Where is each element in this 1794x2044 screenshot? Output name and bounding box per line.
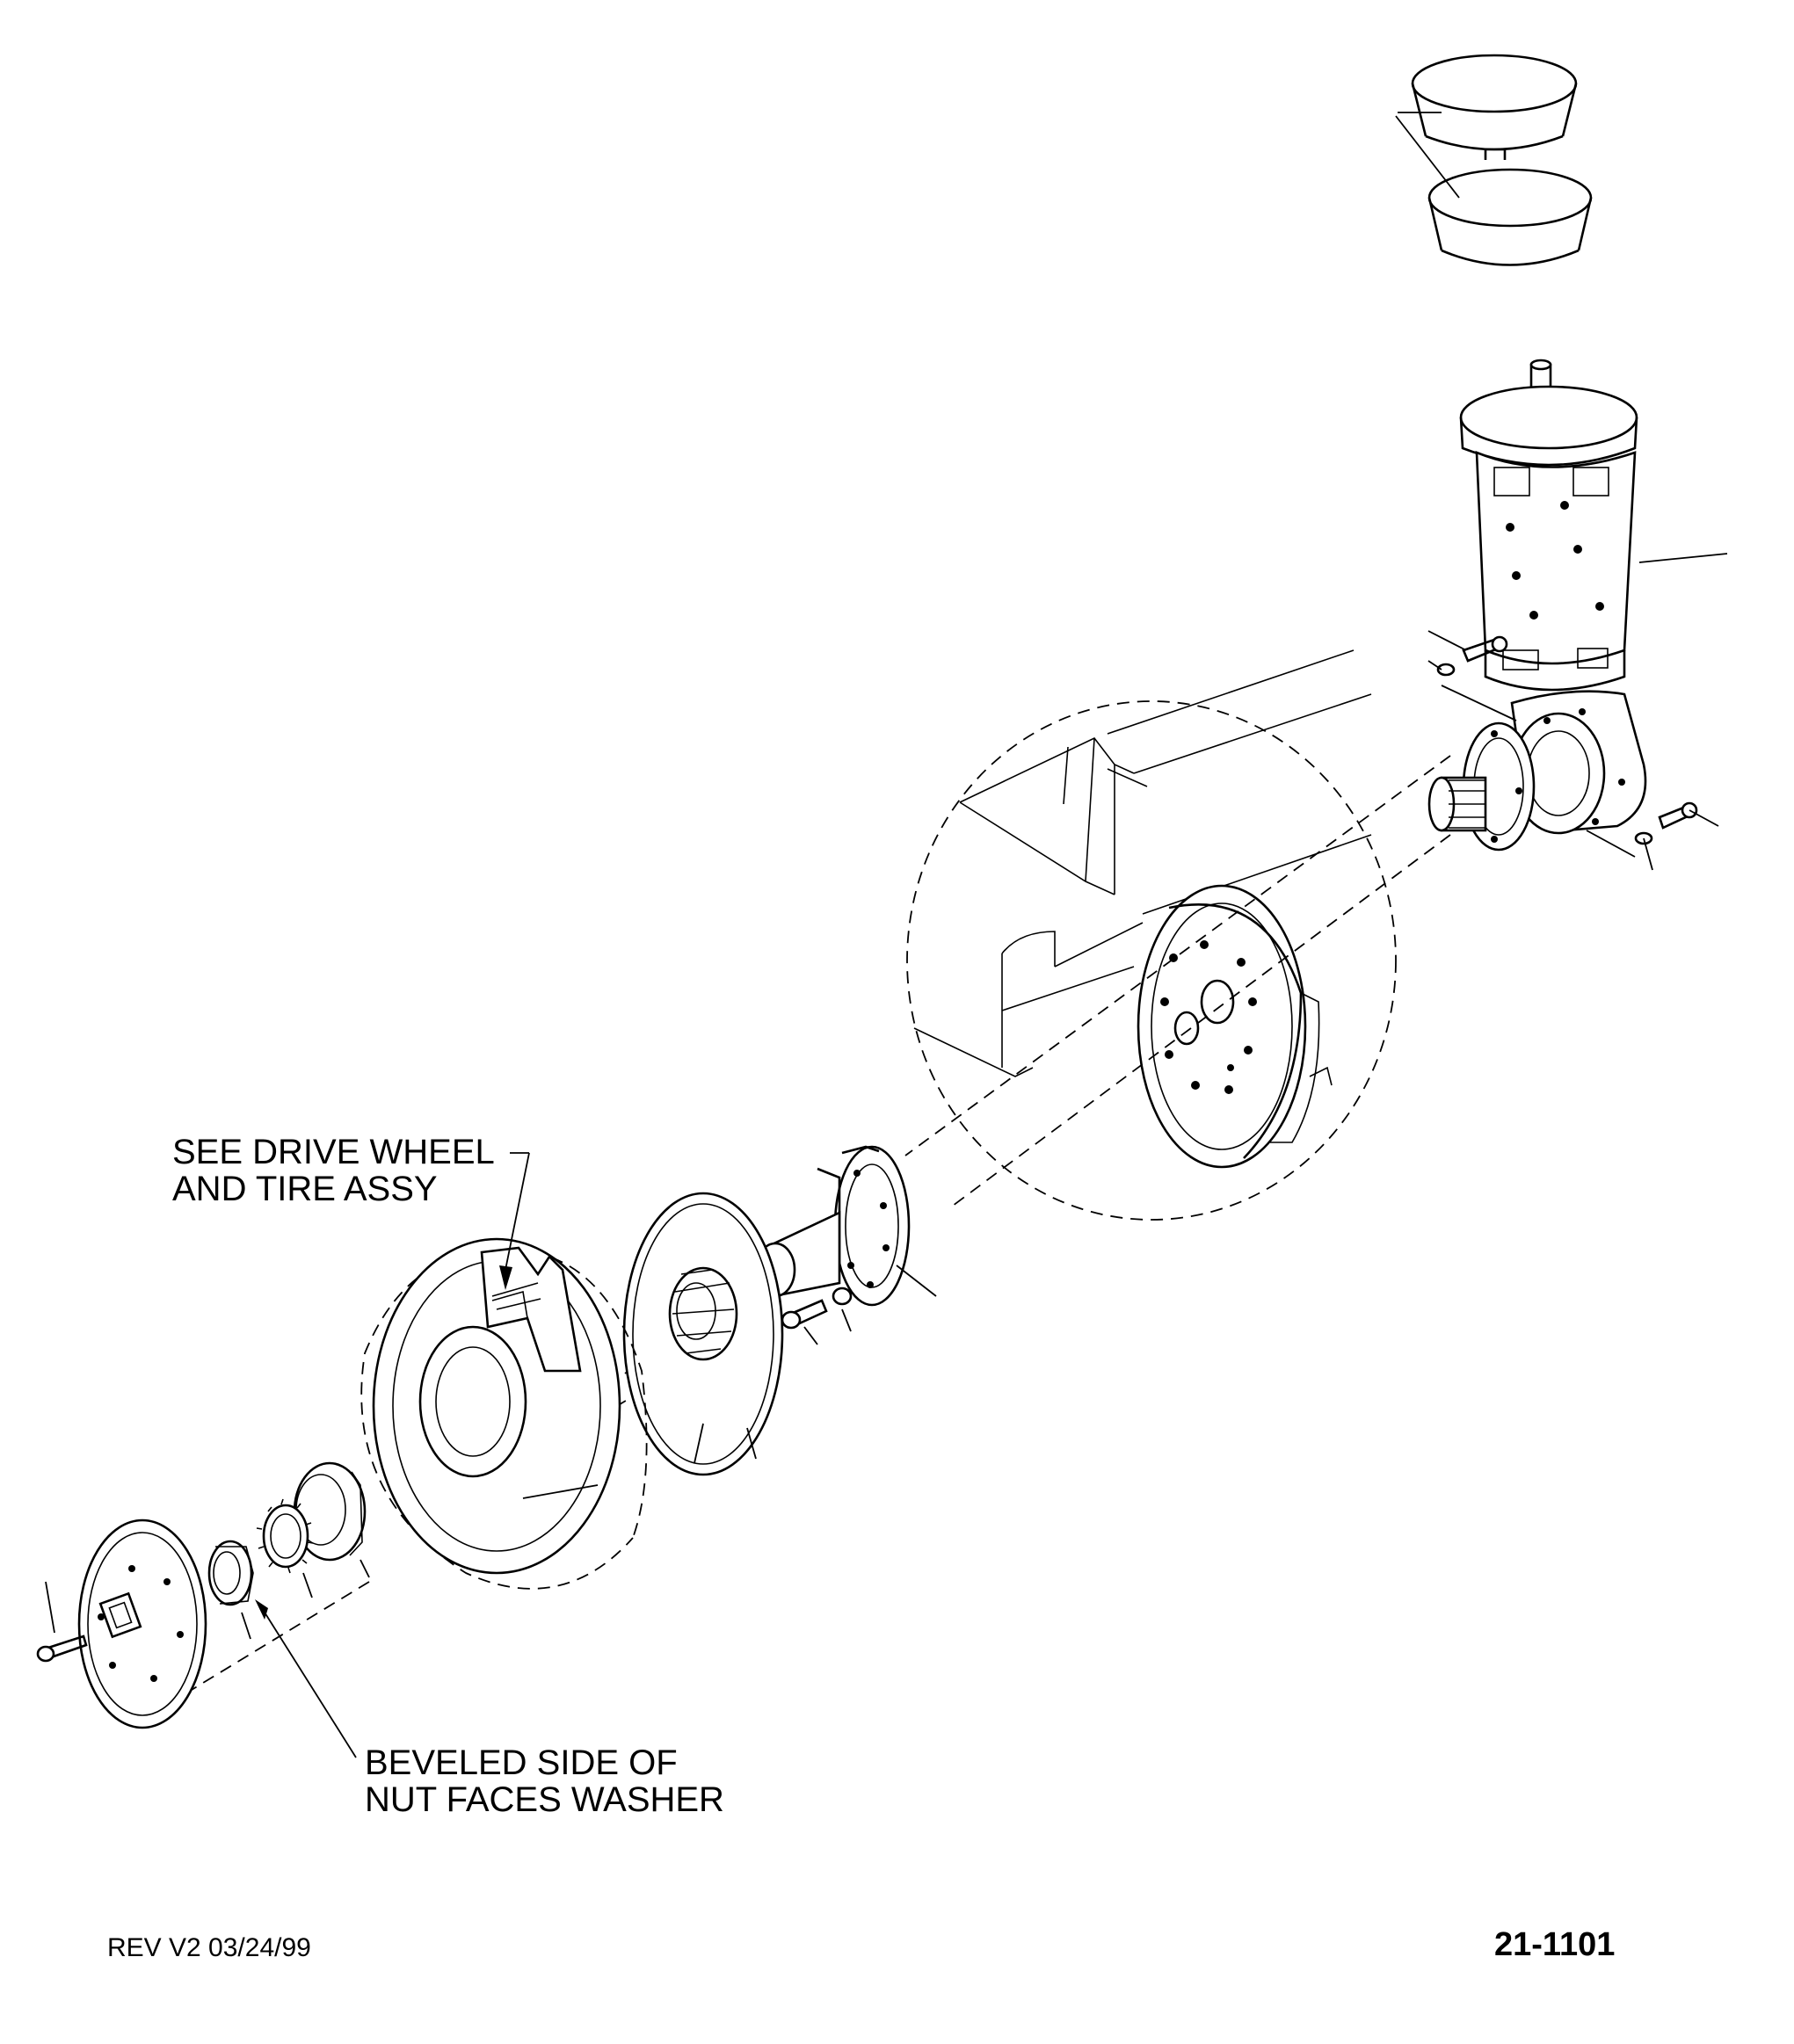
revision-label: REV V2 03/24/99 bbox=[107, 1933, 311, 1962]
upper-band bbox=[1411, 54, 1578, 160]
wheel-disc bbox=[622, 1192, 784, 1476]
splined-flange bbox=[1427, 721, 1536, 852]
toothed-washer bbox=[256, 1498, 314, 1598]
gearbox-housing bbox=[1510, 690, 1647, 835]
drive-wheel-leader bbox=[499, 1152, 530, 1290]
beveled-callout-line2: NUT FACES WASHER bbox=[365, 1780, 724, 1819]
bearing bbox=[293, 1461, 370, 1578]
beveled-callout-line1: BEVELED SIDE OF bbox=[365, 1743, 678, 1782]
beveled-leader bbox=[255, 1599, 357, 1758]
motor-bolts-lower bbox=[1586, 801, 1719, 871]
ring-band-parts bbox=[1395, 54, 1593, 266]
drawing-number: 21-1101 bbox=[1494, 1926, 1616, 1963]
mounting-plate bbox=[1137, 884, 1333, 1169]
drive-wheel-callout-line2: AND TIRE ASSY bbox=[172, 1170, 438, 1208]
lower-band bbox=[1427, 168, 1593, 266]
cover-screw bbox=[36, 1581, 88, 1663]
motor-bolts-upper bbox=[1427, 630, 1517, 721]
drive-motor bbox=[1459, 359, 1728, 692]
detail-circle bbox=[906, 649, 1397, 1221]
drive-wheel-tire bbox=[360, 1237, 648, 1590]
bearing-hub bbox=[754, 1145, 937, 1307]
drive-wheel-callout-line1: SEE DRIVE WHEEL bbox=[172, 1133, 495, 1171]
band-leader-line bbox=[1395, 115, 1460, 199]
hub-bolt bbox=[781, 1287, 853, 1345]
motor-leader-line bbox=[1638, 553, 1728, 563]
hub-cover bbox=[77, 1519, 207, 1729]
hex-nut bbox=[207, 1540, 254, 1640]
